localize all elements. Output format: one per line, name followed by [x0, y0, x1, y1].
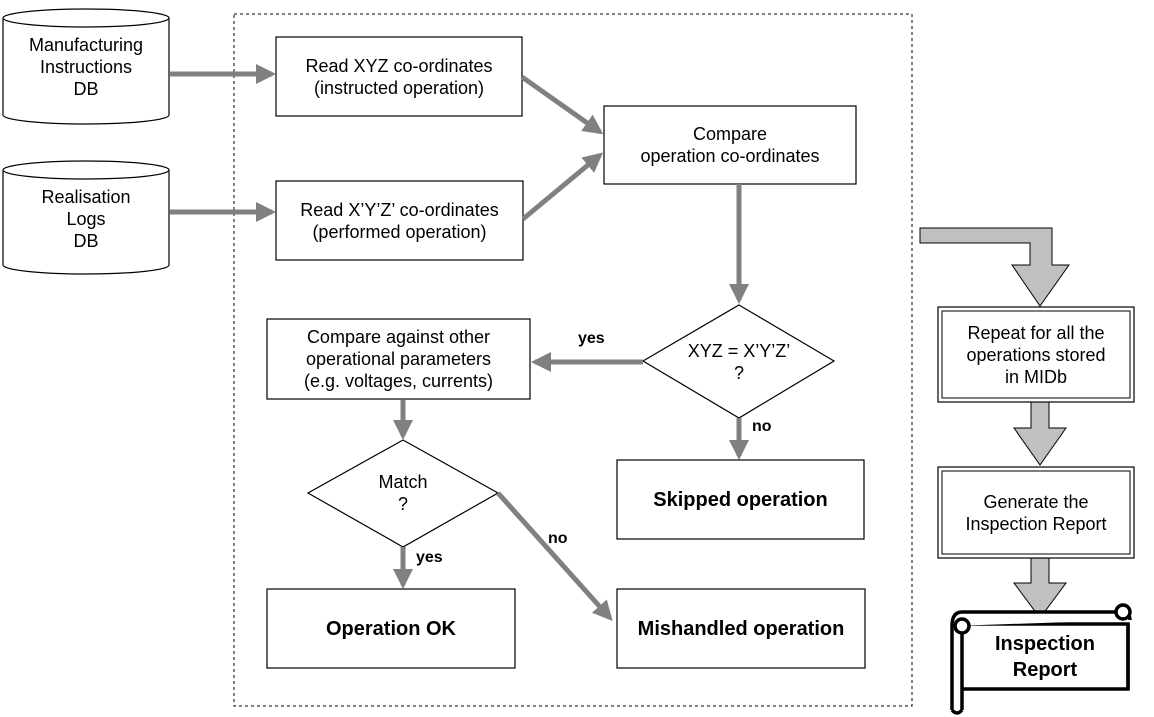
repeat-box-outer [937, 306, 1135, 403]
block-arrow-to-report [1013, 557, 1067, 619]
generate-box-inner [941, 470, 1131, 555]
compare-params-box [266, 318, 531, 400]
compare-coords-box [603, 105, 857, 185]
operation-ok-label: Operation OK [325, 617, 456, 640]
yes-label-xyz: yes [578, 330, 605, 347]
read-xyz-box [275, 36, 523, 117]
mishandled-label: Mishandled operation [637, 617, 845, 640]
arrow-read-xyz-prime-to-compare [521, 152, 604, 221]
read-xyz-prime-box [275, 180, 524, 261]
manufacturing-db-cylinder [2, 8, 170, 125]
yes-label-match: yes [416, 549, 443, 566]
operation-ok-box [266, 588, 516, 669]
no-label-xyz: no [752, 418, 772, 435]
read-xyz-prime-label: Read X’Y’Z’ co-ordinates (performed oper… [300, 199, 499, 242]
skipped-label: Skipped operation [653, 488, 828, 511]
arrow-match-no [496, 491, 613, 621]
realisation-db-cylinder [2, 160, 170, 275]
mishandled-box [616, 588, 866, 669]
inspection-report-scroll [950, 603, 1132, 715]
generate-label: Generate the Inspection Report [965, 491, 1107, 534]
decision-match-label: Match ? [378, 472, 428, 514]
arrow-read-xyz-to-compare [520, 74, 604, 135]
decision-xyz-label: XYZ = X’Y’Z’ ? [687, 341, 791, 383]
realisation-db-label: Realisation Logs DB [41, 187, 131, 251]
block-arrow-to-repeat [919, 227, 1070, 307]
manufacturing-db-label: Manufacturing Instructions DB [28, 35, 144, 99]
compare-coords-label: Compare operation co-ordinates [640, 124, 820, 166]
block-arrow-to-generate [1013, 401, 1067, 466]
compare-params-label: Compare against other operational parame… [303, 327, 494, 391]
no-label-match: no [548, 530, 568, 547]
repeat-label: Repeat for all the operations stored in … [966, 322, 1106, 387]
process-boundary [233, 13, 913, 707]
repeat-box-inner [941, 310, 1131, 399]
read-xyz-label: Read XYZ co-ordinates (instructed operat… [305, 55, 493, 98]
inspection-report-label: Inspection Report [994, 633, 1095, 681]
skipped-box [616, 459, 865, 540]
generate-box-outer [937, 466, 1135, 559]
